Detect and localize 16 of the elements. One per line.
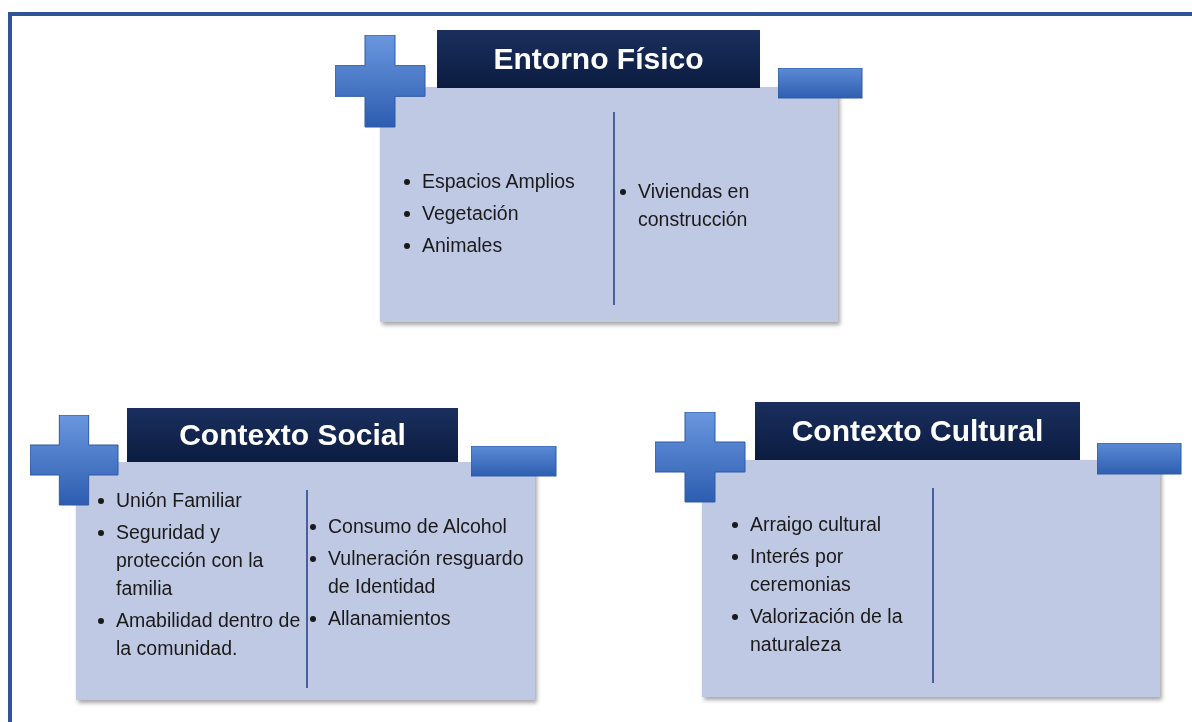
bullet-item: Consumo de Alcohol xyxy=(306,512,531,540)
content-panel xyxy=(76,462,535,700)
bullet-item: Allanamientos xyxy=(306,604,531,632)
bullet-item: Valorización de la naturaleza xyxy=(728,602,928,658)
bullet-item: Vulneración resguardo de Identidad xyxy=(306,544,531,600)
title-bar: Entorno Físico xyxy=(437,30,760,88)
bullet-item: Interés por ceremonias xyxy=(728,542,928,598)
bullet-item: Amabilidad dentro de la comunidad. xyxy=(94,606,306,662)
title-bar: Contexto Cultural xyxy=(755,402,1080,460)
content-panel xyxy=(380,87,838,322)
content-panel xyxy=(702,460,1160,697)
title-bar: Contexto Social xyxy=(127,408,458,462)
bullet-item: Animales xyxy=(400,231,620,259)
bullet-item: Seguridad y protección con la familia xyxy=(94,518,306,602)
bullet-item: Unión Familiar xyxy=(94,486,306,514)
bullet-item: Arraigo cultural xyxy=(728,510,928,538)
